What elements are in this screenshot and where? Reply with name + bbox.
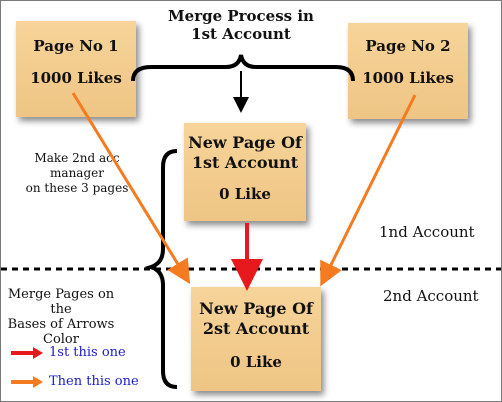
note-page-no-2: Page No 2 1000 Likes [348,23,468,119]
note-page1-title: Page No 1 [33,37,119,55]
note-new-page-1st-account: New Page Of 1st Account 0 Like [184,123,306,221]
label-1nd-account: 1nd Account [379,223,475,241]
note-new-page-2st-account: New Page Of 2st Account 0 Like [191,287,321,391]
label-2nd-account: 2nd Account [383,287,479,305]
legend-first-text: 1st this one [49,345,126,360]
note-new2-title-line2: 2st Account [202,319,310,338]
merge-title-text: Merge Process in 1st Account [168,7,314,43]
left-brace [144,149,178,389]
label-merge-line2: Bases of Arrows [7,317,115,332]
red-arrow-icon [11,347,43,359]
label-manager-line1: Make 2nd acc manager [34,151,120,180]
label-merge-line3: Color [43,332,79,347]
note-page-no-1: Page No 1 1000 Likes [16,21,136,117]
label-merge-line1: Merge Pages on the [7,287,115,317]
label-merge-bases: Merge Pages on the Bases of Arrows Color [5,287,117,347]
legend-then-text: Then this one [49,374,139,389]
label-make-manager: Make 2nd acc manager on these 3 pages [7,151,147,196]
note-new2-likes: 0 Like [230,353,282,371]
note-new2-title-line1: New Page Of [199,299,313,318]
note-page2-likes: 1000 Likes [362,69,454,87]
top-brace [131,54,355,82]
note-page1-likes: 1000 Likes [30,69,122,87]
merge-process-title: Merge Process in 1st Account [166,7,316,43]
note-new1-title-line2: 1st Account [191,153,299,172]
orange-arrow-right [320,94,417,287]
orange-arrow-icon [11,376,43,388]
note-new1-title-line1: New Page Of [188,133,302,152]
label-manager-line2: on these 3 pages [25,181,129,195]
note-new1-likes: 0 Like [219,185,271,203]
note-page2-title: Page No 2 [365,37,451,55]
